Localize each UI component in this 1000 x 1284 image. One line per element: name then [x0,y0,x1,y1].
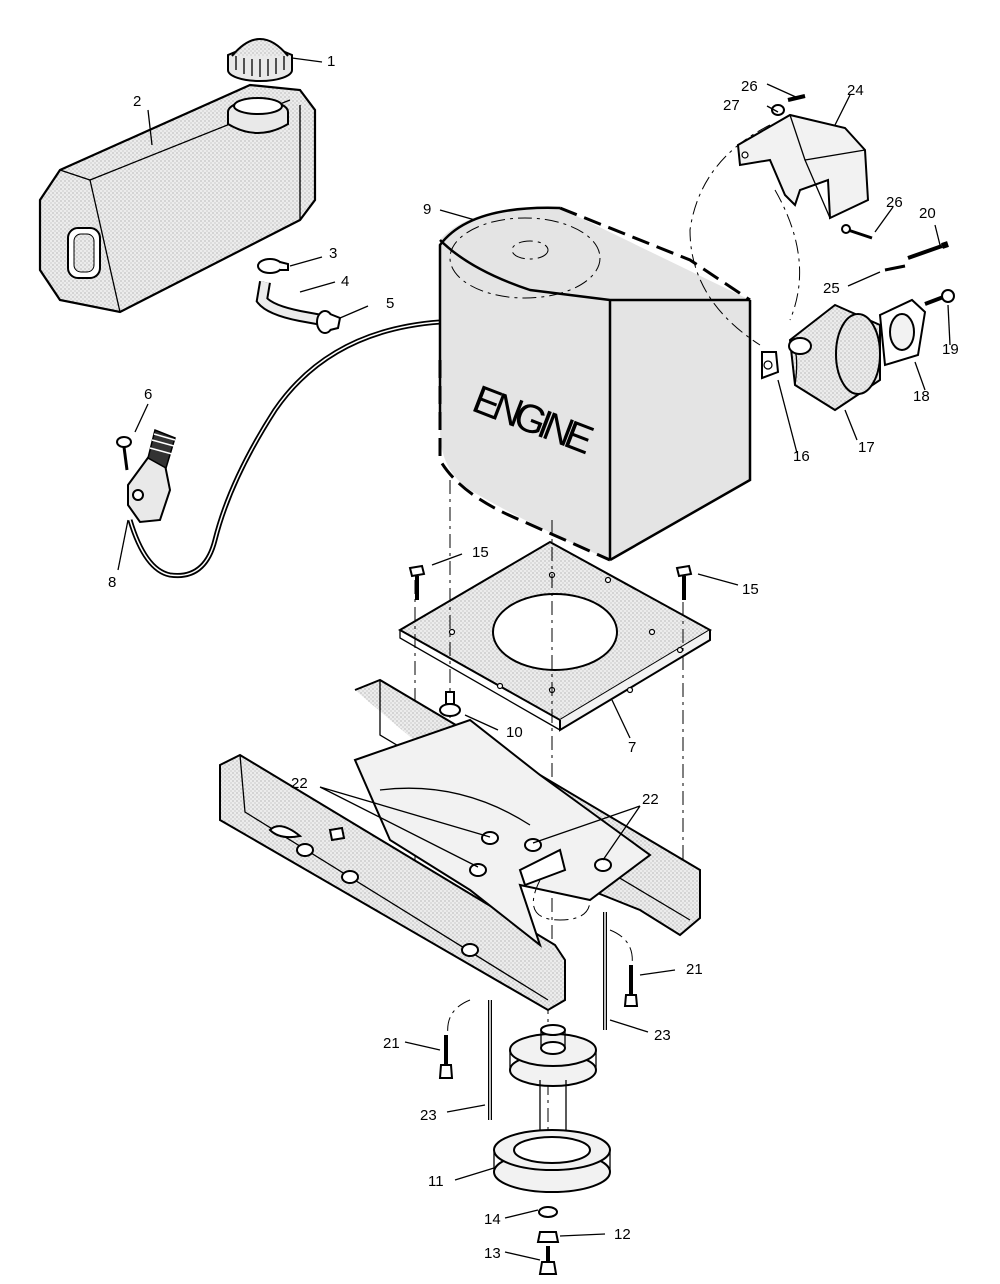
washer [538,1206,558,1218]
muffler-lockwasher [884,264,906,272]
callout-7: 7 [628,739,636,756]
callout-16: 16 [793,448,810,465]
callout-1: 1 [327,53,335,70]
callout-2: 2 [133,93,141,110]
muffler-screw [924,289,955,306]
callout-19: 19 [942,341,959,358]
callout-27: 27 [723,97,740,114]
shield-screw [841,224,873,240]
fuel-line-hose [255,281,324,326]
callout-6: 6 [144,386,152,403]
throttle-screw [116,436,132,471]
callout-24: 24 [847,82,864,99]
callout-12: 12 [614,1226,631,1243]
callout-8: 8 [108,574,116,591]
callout-20: 20 [919,205,936,222]
frame-nuts [469,831,612,877]
muffler-gasket [761,351,780,380]
muffler-flange [878,298,927,367]
mount-bolt-left [408,564,426,600]
frame-assembly [219,678,701,1012]
callout-3: 3 [329,245,337,262]
upper-pulley [509,1024,597,1087]
fuel-line-clamp-top [257,258,289,274]
throttle-cable [127,319,441,579]
lower-pulley [493,1129,611,1193]
callout-5: 5 [386,295,394,312]
throttle-control [127,428,176,524]
muffler [788,303,881,412]
callout-labels: 1 2 3 4 5 6 7 8 9 10 11 12 13 14 15 15 1… [108,53,959,1262]
muffler-shield [736,113,870,220]
callout-11: 11 [428,1173,444,1190]
muffler-dash-guide [689,124,801,346]
muffler-bolt-long [907,241,949,260]
callout-17: 17 [858,439,875,456]
callout-21-right: 21 [686,961,703,978]
bolt-21-left [438,1035,454,1079]
callout-15-left: 15 [472,544,489,561]
callout-23-left: 23 [420,1107,437,1124]
callout-22-left: 22 [291,775,308,792]
fuel-line-clamp-bottom [316,310,342,334]
bolt-21-right [623,965,639,1007]
callout-22-right: 22 [642,791,659,808]
callout-13: 13 [484,1245,501,1262]
mount-nut [439,691,461,717]
leader-lines [117,57,951,1261]
callout-21-left: 21 [383,1035,400,1052]
dash-hooks [447,879,633,1036]
hex-nut [536,1231,560,1243]
fuel-tank [38,83,317,314]
callout-26-top: 26 [741,78,758,95]
engine-block: ENGINE [438,206,752,562]
callout-15-right: 15 [742,581,759,598]
fuel-cap [227,38,293,82]
callout-14: 14 [484,1211,501,1228]
callout-10: 10 [506,724,523,741]
callout-26-right: 26 [886,194,903,211]
callout-9: 9 [423,201,431,218]
callout-23-right: 23 [654,1027,671,1044]
engine-mount-plate [397,540,713,732]
callout-4: 4 [341,273,349,290]
hex-bolt [538,1246,558,1275]
mount-bolt-right [675,564,693,600]
callout-25: 25 [823,280,840,297]
callout-18: 18 [913,388,930,405]
